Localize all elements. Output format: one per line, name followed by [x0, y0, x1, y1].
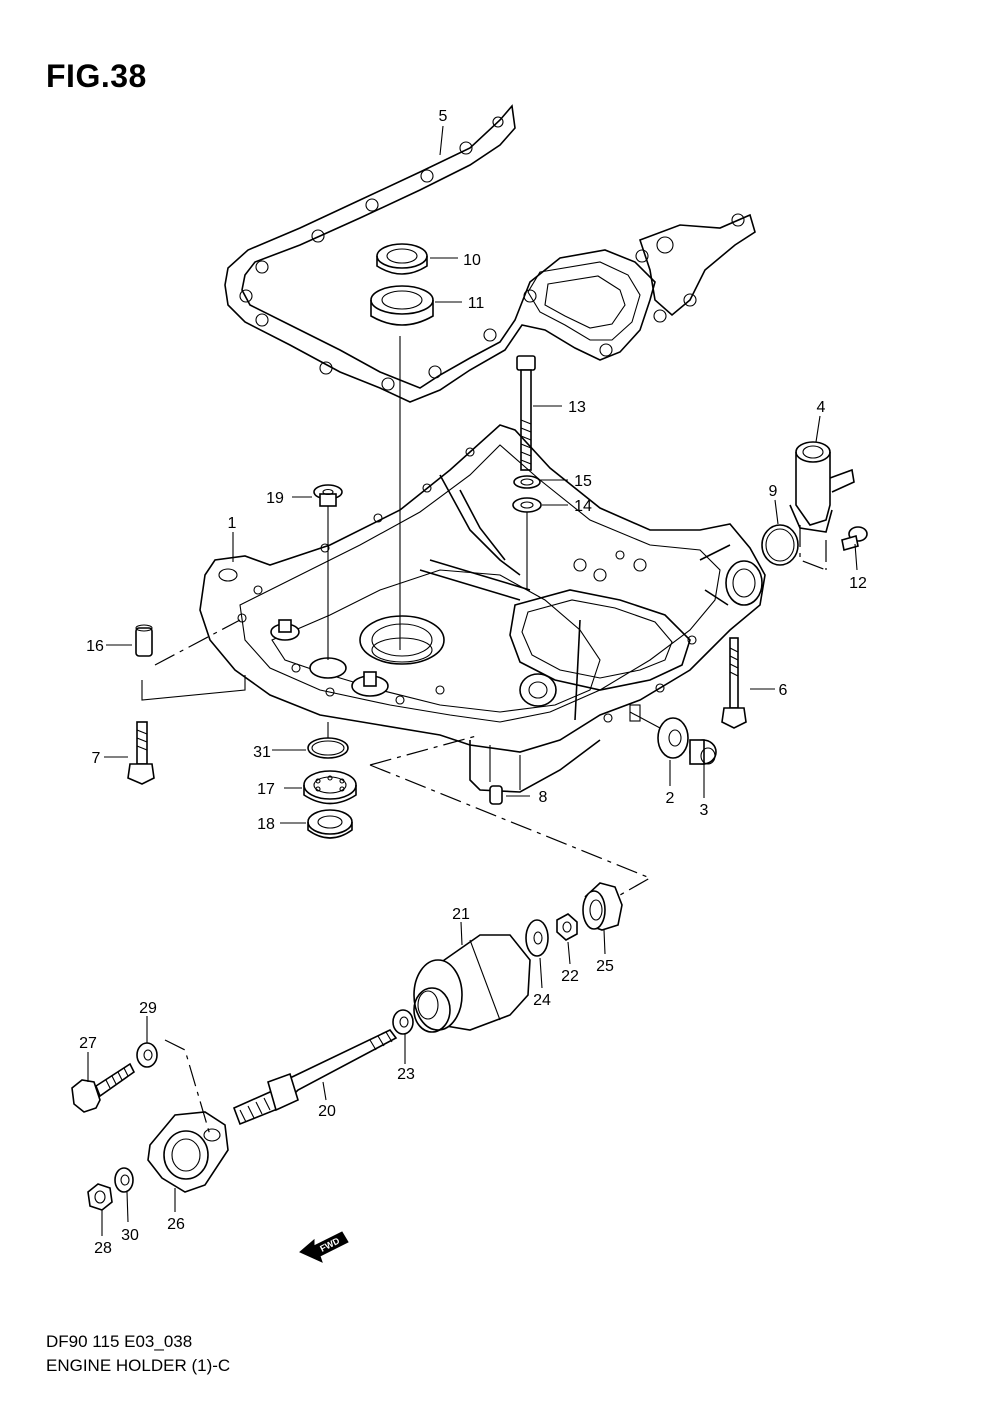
callout-number: 19: [266, 490, 284, 507]
callout-number: 25: [596, 958, 614, 975]
callout-number: 4: [817, 399, 826, 416]
callout-number: 12: [849, 575, 867, 592]
callout-number: 2: [666, 790, 675, 807]
callout-number: 3: [700, 802, 709, 819]
drain-plug-part: [689, 739, 717, 765]
callout-number: 15: [574, 473, 592, 490]
washer-part: [513, 475, 541, 489]
bearing-part: [303, 770, 357, 805]
snap-ring-part: [307, 737, 349, 759]
callout-number: 27: [79, 1035, 97, 1052]
diagram-code: DF90 115 E03_038: [46, 1332, 193, 1351]
callout-number: 1: [228, 515, 237, 532]
stud-bolt-part: [232, 1028, 398, 1126]
washer-part: [512, 497, 542, 513]
callout-number: 5: [439, 108, 448, 125]
callout-number: 31: [253, 744, 271, 761]
plug-part: [313, 484, 343, 507]
diagram-name: ENGINE HOLDER (1)-C: [46, 1356, 231, 1375]
callout-number: 10: [463, 252, 481, 269]
bolt-part: [127, 721, 155, 785]
forward-direction-arrow-icon: FWD: [299, 1231, 349, 1263]
callout-number: 21: [452, 906, 470, 923]
bolt-part: [841, 526, 868, 552]
callout-number: 9: [769, 483, 778, 500]
washer-part: [657, 717, 689, 759]
water-outlet-part: [789, 441, 855, 533]
engine-mount-rubber-part: [413, 934, 531, 1033]
oil-seal-part: [307, 809, 353, 839]
callout-number: 11: [468, 295, 485, 312]
callout-number: 24: [533, 992, 551, 1009]
callout-number: 22: [561, 968, 579, 985]
washer-part: [392, 1009, 414, 1035]
engine-holder-body: [199, 424, 766, 793]
callout-number: 23: [397, 1066, 415, 1083]
callout-number: 7: [92, 750, 101, 767]
callout-number: 6: [779, 682, 788, 699]
bolt-part: [721, 637, 747, 729]
mount-bracket-part: [147, 1111, 229, 1193]
washer-part: [114, 1167, 134, 1193]
nut-part: [87, 1183, 113, 1211]
callout-number: 17: [257, 781, 275, 798]
callout-number: 8: [539, 789, 548, 806]
callout-number: 30: [121, 1227, 139, 1244]
bolt-part: [71, 1062, 136, 1113]
oil-seal-part: [376, 243, 428, 275]
o-ring-part: [761, 524, 799, 566]
washer-part: [136, 1042, 158, 1068]
callout-number: 16: [86, 638, 104, 655]
dowel-pin-part: [489, 785, 503, 805]
callout-number: 26: [167, 1216, 185, 1233]
washer-part: [525, 919, 549, 957]
callout-number: 28: [94, 1240, 112, 1257]
gasket-part: [224, 104, 756, 403]
long-bolt-part: [516, 355, 536, 471]
callout-numbers: 1 2 3 4 5 6 7 8 9 10 11 12 13 14 15 16 1…: [79, 108, 867, 1257]
callout-number: 29: [139, 1000, 157, 1017]
callout-number: 13: [568, 399, 586, 416]
callout-number: 20: [318, 1103, 336, 1120]
sleeve-part: [582, 882, 623, 931]
dowel-pin-part: [135, 624, 153, 657]
figure-title: FIG.38: [46, 58, 147, 94]
leader-lines: [87, 125, 858, 1236]
oil-seal-part: [370, 285, 434, 326]
callout-number: 18: [257, 816, 275, 833]
nut-part: [556, 913, 578, 941]
callout-number: 14: [574, 498, 592, 515]
